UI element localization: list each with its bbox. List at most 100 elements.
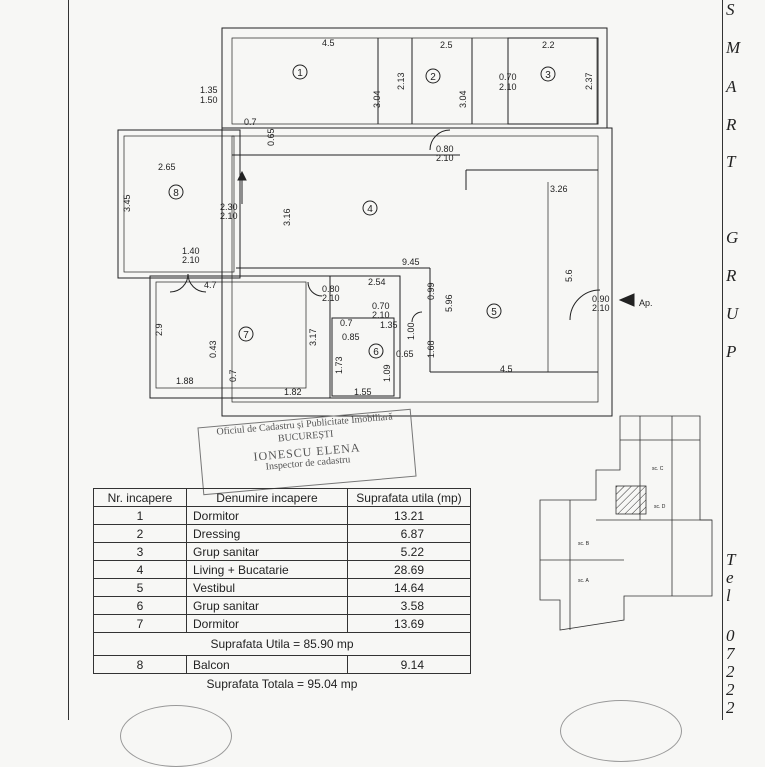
site-building-outline (539, 415, 713, 631)
side-letter: R (726, 115, 737, 134)
room-circle-2 (425, 68, 441, 84)
dim-label: 2.54 (368, 277, 386, 287)
room-number-6: 6 (373, 347, 379, 358)
dim-label: 1.00 (406, 322, 416, 340)
dim-label: 2.10 (372, 310, 390, 320)
side-letter: S (726, 0, 735, 19)
room-number-4: 4 (367, 204, 373, 215)
dim-label: 0.65 (266, 128, 276, 146)
room-circle-4 (362, 200, 378, 216)
dim-label: 3.04 (372, 90, 382, 108)
dim-label: 1.35 (200, 85, 218, 95)
partition-bath (507, 37, 599, 125)
site-label-d: sc. D (654, 504, 666, 510)
wall-bedroom-inner (155, 281, 307, 389)
dim-label: 4.5 (500, 364, 513, 374)
entrance-arrow-icon (618, 293, 635, 307)
dim-label: 2.65 (158, 162, 176, 172)
dim-label: 0.90 (592, 294, 610, 304)
side-letter: T (726, 152, 736, 171)
floor-plan-document: 1 2 3 4 5 6 7 8 4.5 2.5 2.2 3.04 2.13 3.… (68, 0, 740, 767)
side-digit: 7 (726, 644, 735, 663)
room-number-2: 2 (430, 72, 436, 83)
stamp-circle-bottom-right (560, 700, 682, 762)
room-circle-8 (168, 184, 184, 200)
dim-label: 0.80 (322, 284, 340, 294)
wall-main (221, 127, 613, 417)
dim-label: 0.80 (436, 144, 454, 154)
dim-label: 2.13 (396, 72, 406, 90)
dim-label: 1.82 (284, 387, 302, 397)
wall-main-inner (231, 135, 599, 403)
column-header: Nr. incapere (93, 488, 187, 507)
wall-bedroom (149, 275, 401, 399)
room-number-7: 7 (243, 330, 249, 341)
entrance-label: Ap. (639, 298, 653, 308)
room-number-8: 8 (173, 188, 179, 199)
side-digit: 0 (726, 626, 735, 645)
rooms-table: Nr. incapere Denumire incapere Suprafata… (93, 488, 471, 694)
room-number-3: 3 (545, 70, 551, 81)
wall-top-inner (231, 37, 598, 125)
side-letter: R (726, 266, 737, 285)
floor-plan-drawing: 1 2 3 4 5 6 7 8 4.5 2.5 2.2 3.04 2.13 3.… (117, 27, 713, 631)
door-arc-5 (411, 311, 423, 323)
site-label-a: sc. A (578, 578, 590, 584)
dim-label: 2.2 (542, 40, 555, 50)
site-label-b: sc. B (578, 541, 590, 547)
dim-label: 2.5 (440, 40, 453, 50)
stamp-circle-bottom-left (120, 705, 232, 767)
dim-label: 2.10 (182, 255, 200, 265)
totala-row: Suprafata Totala = 95.04 mp (94, 674, 471, 695)
dim-label: 1.88 (176, 376, 194, 386)
side-digit: 2 (726, 698, 735, 717)
column-header: Denumire incapere (186, 488, 348, 507)
left-margin-line (68, 0, 69, 720)
dim-label: 1.68 (426, 340, 436, 358)
dim-label: 2.10 (499, 82, 517, 92)
table-header-row: Nr. incapere Denumire incapere Suprafata… (93, 488, 471, 507)
dim-label: 0.65 (396, 349, 414, 359)
side-digit: 2 (726, 680, 735, 699)
dim-label: 5.6 (564, 269, 574, 282)
side-letter: G (726, 228, 739, 247)
dim-label: 1.55 (354, 387, 372, 397)
wall-balcony (117, 129, 241, 279)
up-arrow-icon (237, 170, 247, 181)
utila-row: Suprafata Utila = 85.90 mp (93, 632, 471, 656)
dim-label: 1.73 (334, 356, 344, 374)
door-arc-3 (187, 273, 207, 293)
dim-label: 4.5 (322, 38, 335, 48)
dim-label: 3.04 (458, 90, 468, 108)
dim-label: 2.10 (322, 293, 340, 303)
side-letter: l (726, 586, 731, 605)
room-number-1: 1 (297, 68, 303, 79)
room-circle-5 (486, 303, 502, 319)
dim-label: 0.7 (340, 318, 353, 328)
door-arc-entrance (569, 289, 601, 321)
dim-label: 3.17 (308, 328, 318, 346)
dim-label: 3.45 (122, 194, 132, 212)
dim-label: 1.35 (380, 320, 398, 330)
dim-label: 1.40 (182, 246, 200, 256)
totala-total: Suprafata Totala = 95.04 mp (206, 677, 358, 691)
door-arc-2 (169, 273, 189, 293)
dim-label: 1.09 (382, 364, 392, 382)
room-circle-1 (292, 64, 308, 80)
partition-bath2 (331, 317, 395, 397)
dim-label: 3.26 (550, 184, 568, 194)
side-letter: U (726, 304, 739, 323)
room-number-5: 5 (491, 307, 497, 318)
side-letter: e (726, 568, 734, 587)
dim-label: 0.7 (228, 369, 238, 382)
wall-balcony-inner (123, 135, 235, 273)
side-letter: T (726, 550, 736, 569)
dim-label: 2.9 (154, 323, 164, 336)
side-letter: A (726, 77, 737, 96)
